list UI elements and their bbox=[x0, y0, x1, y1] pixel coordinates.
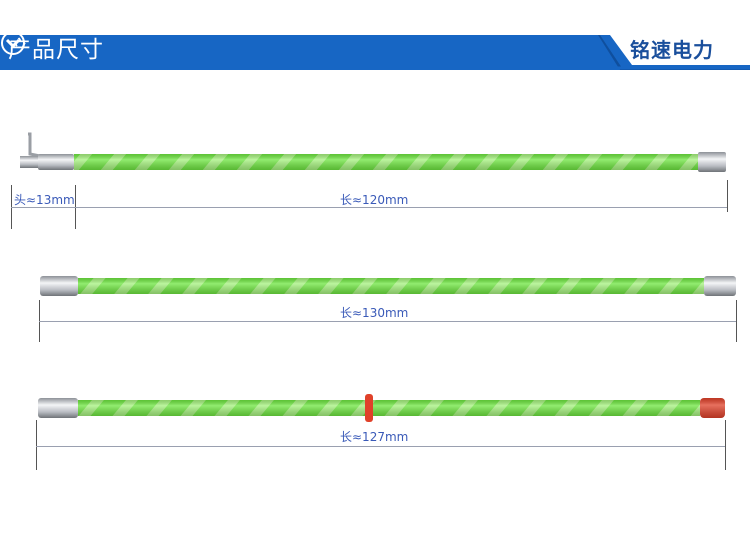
dim-line-horizontal bbox=[11, 207, 727, 208]
head-length-label: 头≈13mm bbox=[14, 193, 75, 207]
pole-1-image bbox=[20, 132, 726, 172]
section-header-banner: 产品尺寸 铭速电力 bbox=[0, 30, 750, 70]
dim-line-horizontal bbox=[39, 321, 736, 322]
dim-line-left bbox=[36, 420, 37, 470]
banner-background bbox=[0, 35, 750, 70]
brand-name: 铭速电力 bbox=[630, 38, 714, 62]
chevron-down-circle-icon[interactable] bbox=[0, 30, 26, 56]
dim-line-horizontal bbox=[36, 446, 725, 447]
dim-line-right bbox=[725, 420, 726, 470]
red-ring bbox=[365, 394, 373, 422]
dim-line-right bbox=[736, 300, 737, 342]
pole-3-image bbox=[38, 394, 725, 422]
pole-1-length-label: 长≈120mm bbox=[340, 193, 409, 207]
pole-3-length-label: 长≈127mm bbox=[340, 430, 409, 444]
pole-2-image bbox=[40, 276, 736, 296]
dim-line-right bbox=[727, 180, 728, 212]
pole-2-length-label: 长≈130mm bbox=[340, 306, 409, 320]
